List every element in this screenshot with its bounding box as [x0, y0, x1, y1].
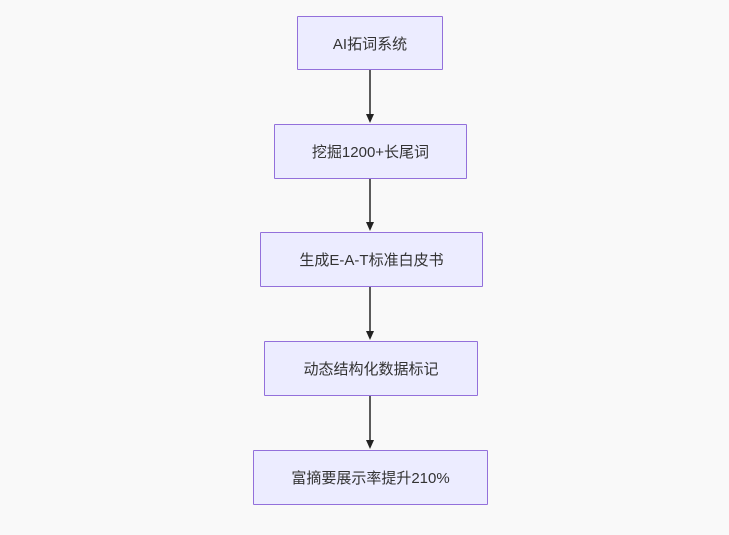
flow-arrow-1 — [365, 70, 374, 123]
flow-node-rich-snippet-uplift: 富摘要展示率提升210% — [253, 450, 488, 505]
flow-arrow-2 — [365, 179, 374, 231]
flow-arrow-3 — [365, 287, 374, 340]
flow-node-ai-keyword-system: AI拓词系统 — [297, 16, 443, 70]
flow-arrow-4 — [365, 396, 374, 449]
flow-node-structured-data-markup: 动态结构化数据标记 — [264, 341, 478, 396]
flow-node-eat-whitepaper: 生成E-A-T标准白皮书 — [260, 232, 483, 287]
flow-node-longtail-mining: 挖掘1200+长尾词 — [274, 124, 467, 179]
